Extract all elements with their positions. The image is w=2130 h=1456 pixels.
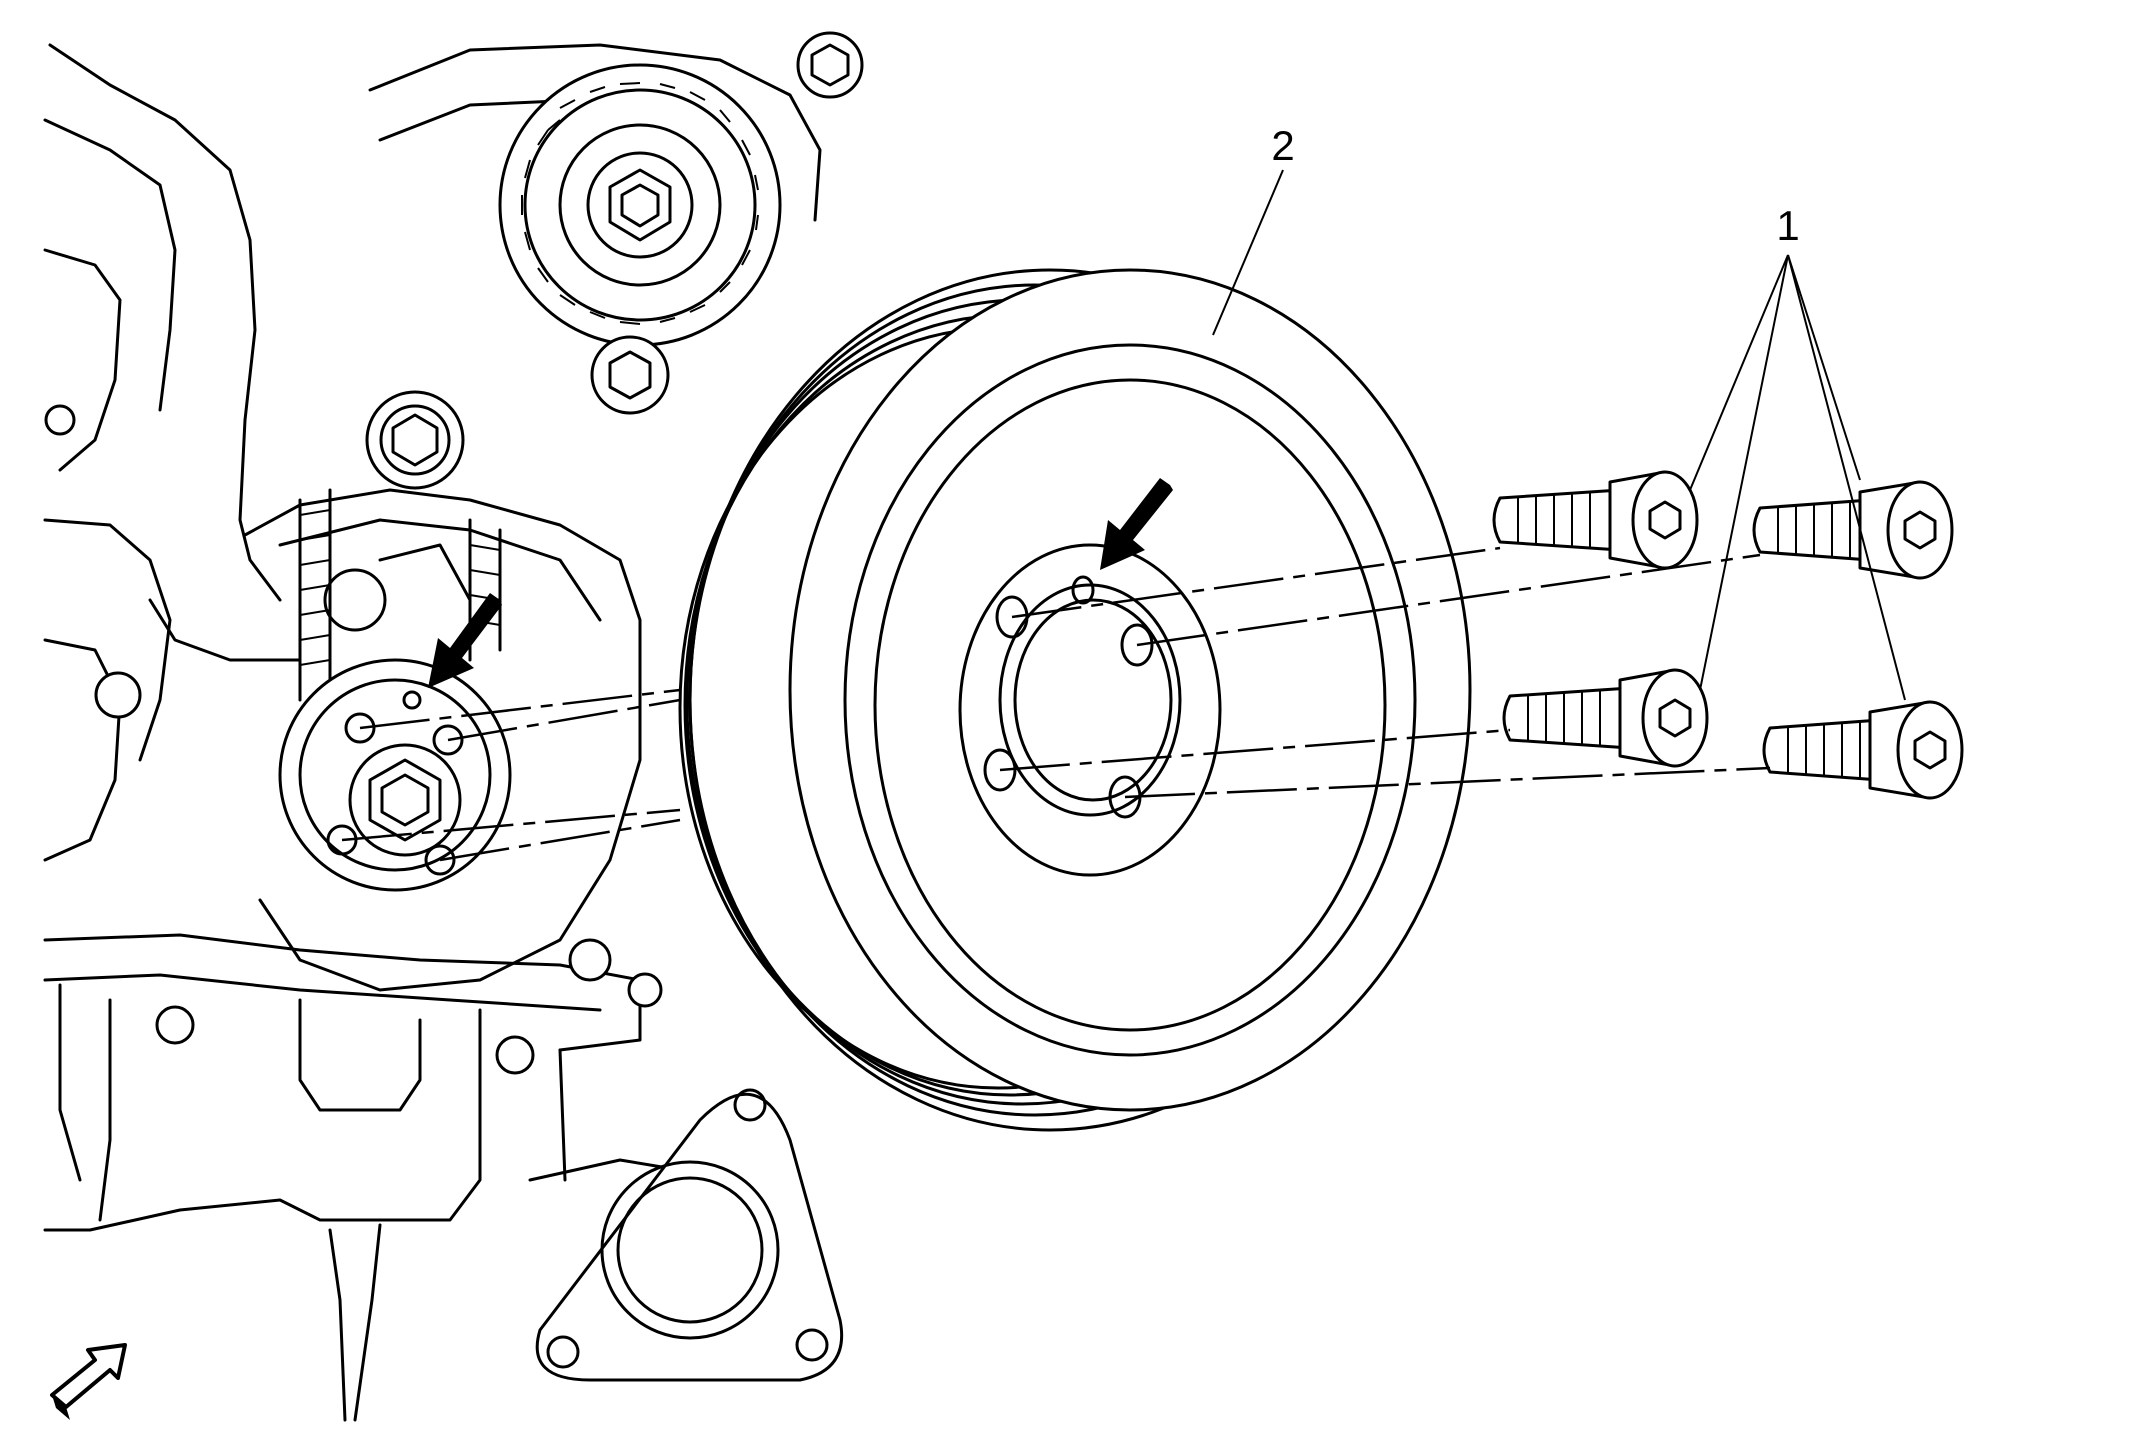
callout-label-bolts: 1 [1776,202,1799,249]
callout-leaders [1212,169,1906,701]
view-direction-arrow-icon [50,1343,127,1420]
bolt-alignment-lines [341,546,1771,862]
bracket-bolt [796,31,864,99]
idler-bolt [590,335,670,415]
tensioner-pulley [498,63,782,347]
bolt [1762,700,1964,800]
balancer-timing-mark [1071,575,1095,605]
bolt [1492,470,1699,570]
crankshaft-balancer [678,268,1472,1132]
callout-label-balancer: 2 [1271,122,1294,169]
alignment-arrow-icon [1100,478,1173,570]
bolt [1502,668,1709,768]
engine-block [43,31,864,1422]
exhaust-flange [535,1088,844,1382]
bolt [1752,480,1954,580]
crank-sprocket [278,658,512,892]
timing-belt [298,488,502,702]
alignment-arrow-icon [428,593,502,688]
cover-bolt [365,390,465,490]
sprocket-timing-mark [402,690,422,710]
